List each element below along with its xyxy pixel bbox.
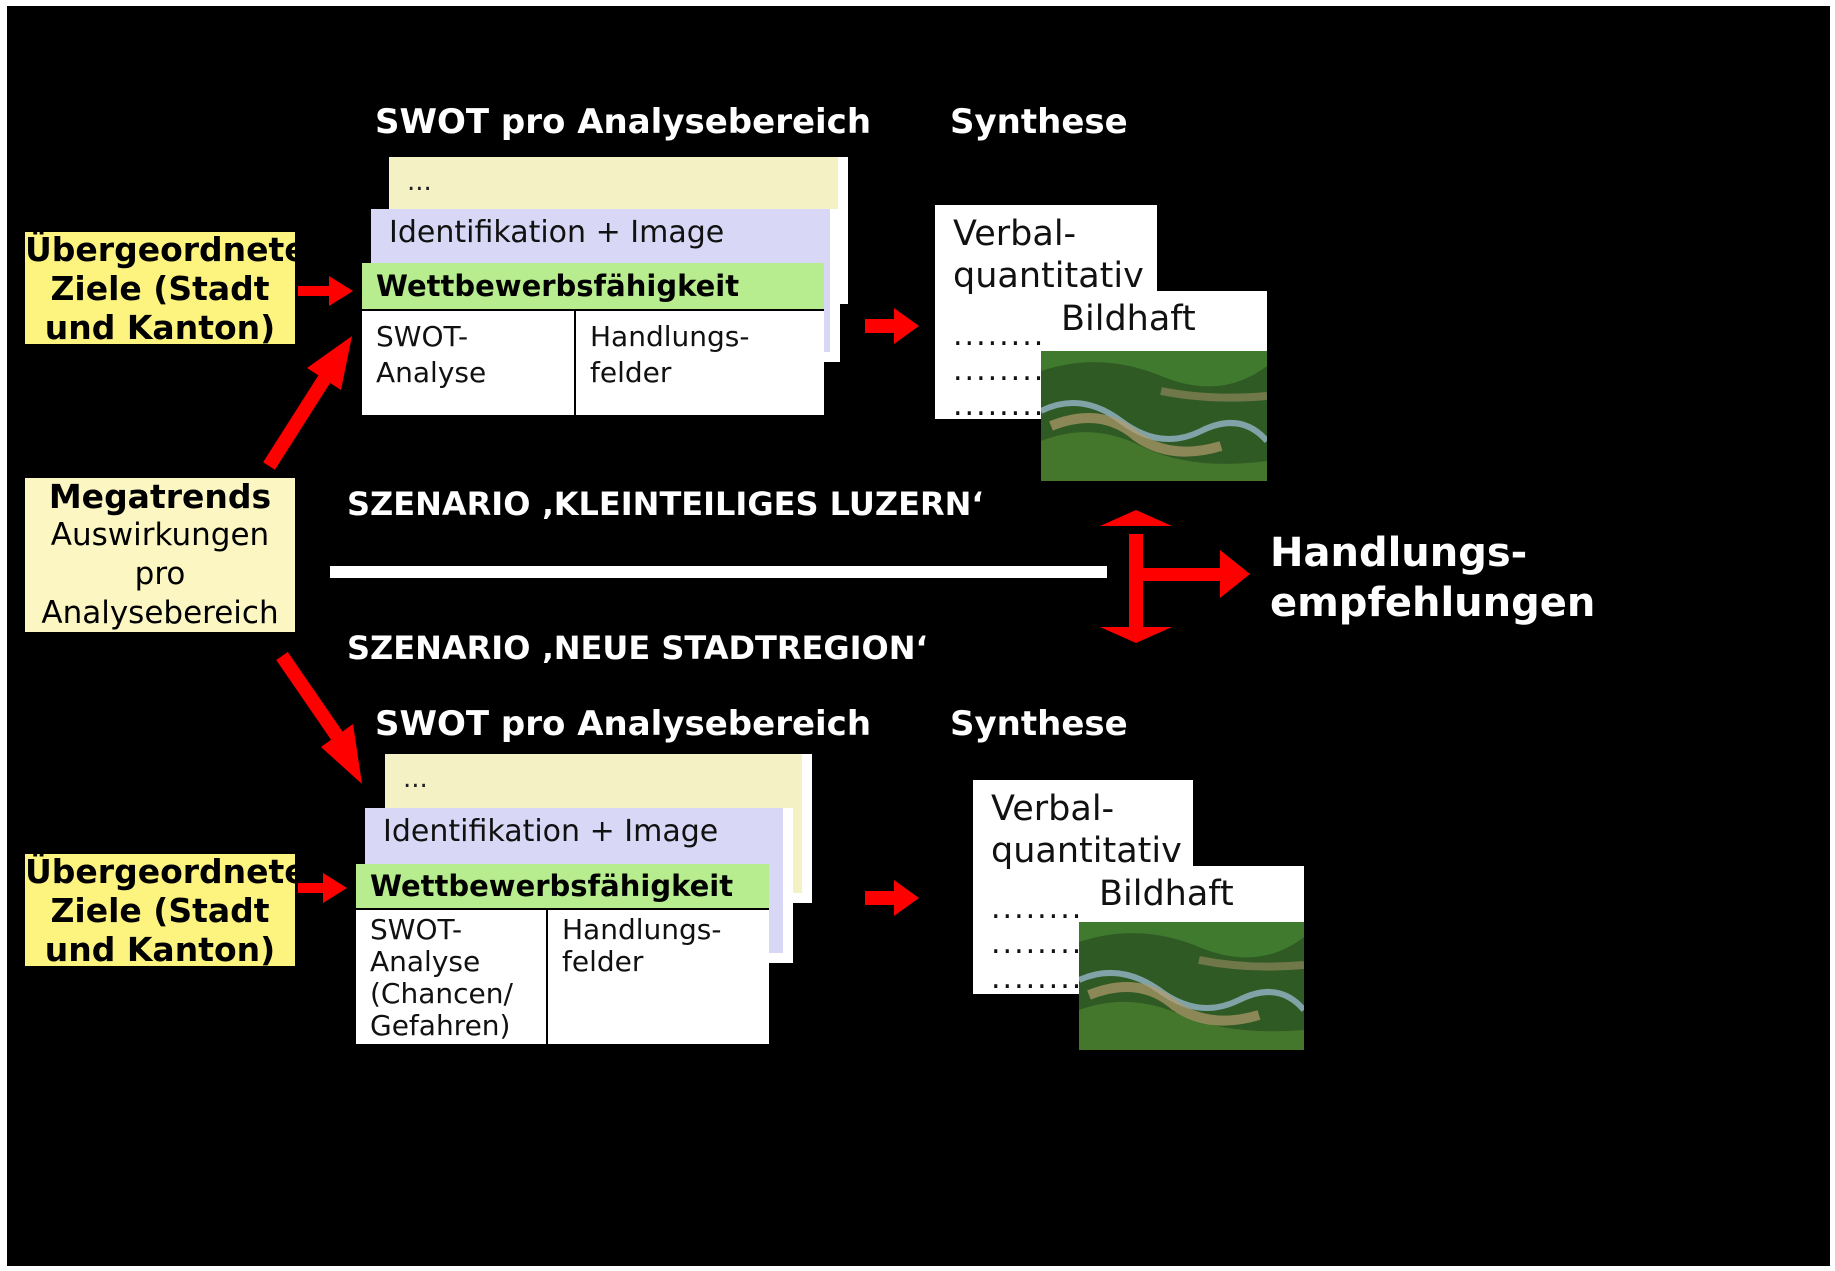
arrow-goals-bottom-icon (298, 873, 347, 903)
cell-line: Handlungs- (590, 320, 750, 353)
aerial-photo-image (1041, 351, 1267, 481)
cell-line: felder (590, 356, 672, 389)
synthese-dots-2: ........ (953, 353, 1046, 388)
card-back-label: ... (407, 167, 432, 197)
output-line-1: Handlungs- (1270, 530, 1528, 576)
megatrends-line-2: pro (134, 556, 186, 592)
bottom-goals-box: Übergeordnete Ziele (Stadt und Kanton) (25, 851, 307, 969)
bottom-bildhaft-box: Bildhaft (1079, 866, 1304, 1050)
card-mid-label: Identifikation + Image (389, 215, 725, 250)
goals-line-2: Ziele (Stadt (50, 268, 270, 308)
megatrends-line-3: Analysebereich (41, 595, 279, 631)
card-front-title: Wettbewerbsfähigkeit (356, 864, 769, 910)
synthese-line-2: quantitativ (991, 831, 1182, 871)
top-swot-heading: SWOT pro Analysebereich (375, 102, 872, 142)
synthese-line-1: Verbal- (953, 214, 1077, 254)
synthese-dots-3: ........ (953, 388, 1046, 423)
cell-line: Gefahren) (370, 1009, 511, 1042)
synthese-line-1: Verbal- (991, 789, 1115, 829)
arrow-megatrends-down-shaft (276, 652, 343, 740)
scenario-1-label: SZENARIO ‚KLEINTEILIGES LUZERN‘ (347, 485, 984, 523)
arrow-to-synthese-top-icon (865, 308, 919, 344)
cell-line: felder (562, 945, 644, 978)
top-goals-box: Übergeordnete Ziele (Stadt und Kanton) (25, 229, 307, 347)
split-arrow-icon (1100, 510, 1250, 643)
synthese-dots-2: ........ (991, 926, 1084, 961)
synthese-dots-1: ........ (953, 318, 1046, 353)
aerial-photo-image (1079, 922, 1304, 1050)
top-synthese-heading: Synthese (950, 102, 1128, 142)
goals-line-1: Übergeordnete (25, 229, 307, 269)
cell-line: Handlungs- (562, 913, 722, 946)
arrow-megatrends-up-shaft (263, 374, 331, 470)
goals-line-3: und Kanton) (44, 929, 276, 969)
goals-line-2: Ziele (Stadt (50, 890, 270, 930)
card-cell-handlungsfelder: Handlungs- felder (548, 908, 796, 988)
diagram-canvas: SWOT pro Analysebereich Synthese Übergeo… (7, 6, 1830, 1266)
bottom-card-wettbewerb: Wettbewerbsfähigkeit SWOT- Analyse (Chan… (356, 864, 769, 1044)
cell-line: Analyse (370, 945, 481, 978)
megatrends-box: Megatrends Auswirkungen pro Analyseberei… (25, 477, 295, 632)
bottom-swot-heading: SWOT pro Analysebereich (375, 704, 872, 744)
cell-line: SWOT- (376, 320, 469, 353)
synthese-dots-1: ........ (991, 891, 1084, 926)
handlungsempfehlungen-label: Handlungs- empfehlungen (1270, 528, 1595, 628)
synthese-dots-3: ........ (991, 961, 1084, 996)
goals-line-1: Übergeordnete (25, 851, 307, 891)
card-divider (546, 908, 548, 1044)
megatrends-title: Megatrends (48, 477, 272, 516)
cell-line: Analyse (376, 356, 487, 389)
bottom-synthese-heading: Synthese (950, 704, 1128, 744)
card-divider (574, 309, 576, 415)
arrow-goals-top-icon (298, 276, 353, 306)
synthese-line-2: quantitativ (953, 256, 1144, 296)
arrow-megatrends-down-icon (321, 724, 362, 784)
card-cell-handlungsfelder: Handlungs- felder (576, 309, 850, 401)
card-cell-swot: SWOT- Analyse (Chancen/ Gefahren) (356, 908, 574, 1052)
arrow-to-synthese-bottom-icon (865, 880, 919, 916)
arrow-megatrends-up-icon (307, 336, 352, 390)
bildhaft-label: Bildhaft (1099, 874, 1234, 914)
cell-line: SWOT- (370, 913, 463, 946)
megatrends-line-1: Auswirkungen (50, 517, 270, 553)
top-bildhaft-box: Bildhaft (1041, 291, 1267, 481)
card-cell-swot: SWOT- Analyse (362, 309, 602, 401)
bildhaft-label: Bildhaft (1061, 299, 1196, 339)
goals-line-3: und Kanton) (44, 307, 276, 347)
output-line-2: empfehlungen (1270, 580, 1596, 626)
top-card-wettbewerb: Wettbewerbsfähigkeit SWOT- Analyse Handl… (362, 263, 824, 415)
scenario-divider-line (330, 566, 1107, 578)
card-front-title: Wettbewerbsfähigkeit (362, 263, 824, 311)
card-back-label: ... (403, 764, 428, 794)
card-mid-label: Identifikation + Image (383, 814, 719, 849)
cell-line: (Chancen/ (370, 977, 513, 1010)
scenario-2-label: SZENARIO ‚NEUE STADTREGION‘ (347, 629, 928, 667)
connector-overlay (263, 276, 1250, 916)
